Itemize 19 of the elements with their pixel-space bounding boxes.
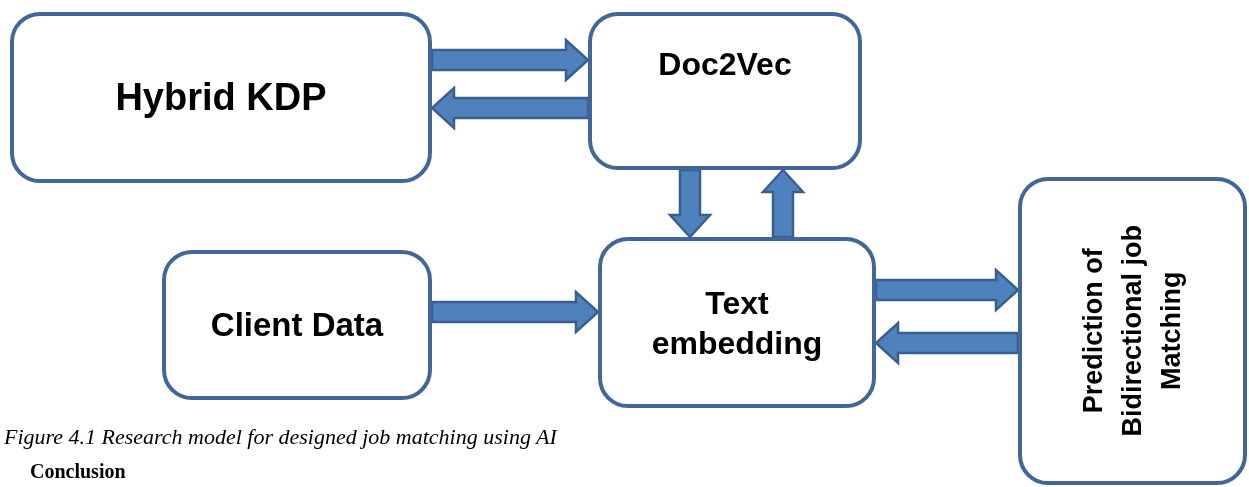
block-arrow [430,289,600,335]
block-arrow [430,37,590,83]
section-heading: Conclusion [30,460,126,483]
figure-caption: Figure 4.1 Research model for designed job matching using AI [4,424,557,450]
block-arrow [874,267,1020,313]
block-arrow [760,168,806,239]
process-box [598,237,876,408]
block-arrow [667,168,713,239]
box-label: Client Data [210,305,384,346]
process-box [10,12,432,183]
process-box [1018,177,1247,485]
box-label: Text embedding [650,283,824,363]
box-label: Doc2Vec [658,45,792,84]
block-arrow [430,85,590,131]
box-label: Hybrid KDP [115,74,327,120]
box-label: Prediction of Bidirectional job Matching [1076,224,1188,439]
block-arrow [874,320,1020,366]
process-box [162,250,432,400]
process-box [588,12,862,170]
